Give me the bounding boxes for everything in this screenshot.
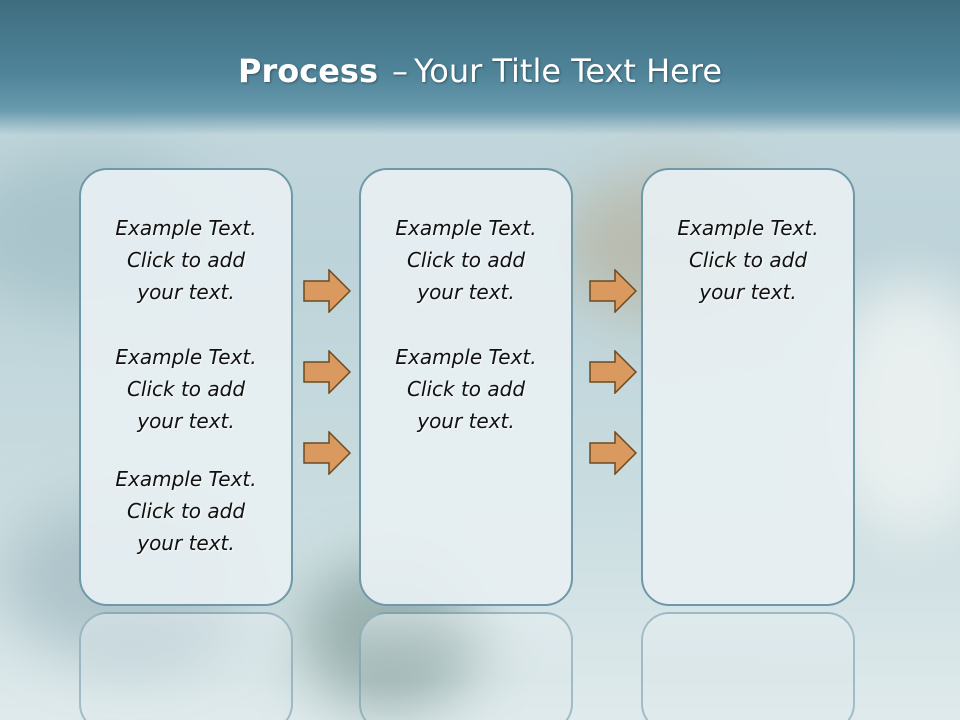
title-bar [0, 0, 960, 135]
text-line: Click to add [126, 248, 246, 272]
title-dash: – [391, 52, 408, 90]
slide-title[interactable]: Process–Your Title Text Here [0, 52, 960, 90]
arrow-right-icon[interactable] [589, 269, 637, 313]
text-line: Example Text. [115, 216, 257, 240]
process-box-3[interactable]: Example Text. Click to add your text. [641, 168, 855, 606]
arrow-right-icon[interactable] [303, 269, 351, 313]
process-box-2[interactable]: Example Text. Click to add your text. Ex… [359, 168, 573, 606]
text-line: your text. [137, 531, 235, 555]
text-placeholder[interactable]: Example Text. Click to add your text. [643, 212, 853, 308]
text-placeholder[interactable]: Example Text. Click to add your text. [81, 463, 291, 559]
text-line: Example Text. [395, 345, 537, 369]
text-line: Example Text. [395, 216, 537, 240]
text-line: your text. [137, 280, 235, 304]
text-line: your text. [417, 409, 515, 433]
text-line: Click to add [688, 248, 808, 272]
text-line: Click to add [406, 248, 526, 272]
title-bold: Process [238, 52, 378, 90]
box-reflection [79, 612, 293, 720]
box-reflection [641, 612, 855, 720]
text-line: your text. [699, 280, 797, 304]
text-line: Click to add [126, 499, 246, 523]
text-line: Click to add [126, 377, 246, 401]
arrow-right-icon[interactable] [589, 431, 637, 475]
arrow-right-icon[interactable] [303, 431, 351, 475]
text-placeholder[interactable]: Example Text. Click to add your text. [81, 212, 291, 308]
box-reflection [359, 612, 573, 720]
process-box-1[interactable]: Example Text. Click to add your text. Ex… [79, 168, 293, 606]
title-rest: Your Title Text Here [413, 52, 722, 90]
arrow-right-icon[interactable] [303, 350, 351, 394]
text-line: Click to add [406, 377, 526, 401]
text-placeholder[interactable]: Example Text. Click to add your text. [81, 341, 291, 437]
text-line: Example Text. [115, 345, 257, 369]
text-line: your text. [417, 280, 515, 304]
text-line: Example Text. [115, 467, 257, 491]
text-placeholder[interactable]: Example Text. Click to add your text. [361, 212, 571, 308]
text-line: your text. [137, 409, 235, 433]
arrow-right-icon[interactable] [589, 350, 637, 394]
text-placeholder[interactable]: Example Text. Click to add your text. [361, 341, 571, 437]
text-line: Example Text. [677, 216, 819, 240]
